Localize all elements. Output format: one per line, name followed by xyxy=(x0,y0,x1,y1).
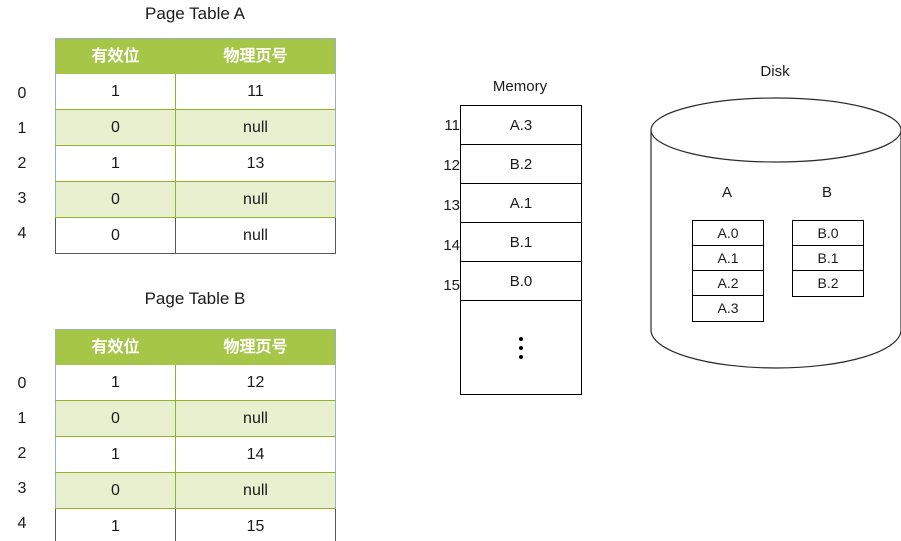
page-table-b-r4-frame: 15 xyxy=(175,508,336,541)
page-table-b-row-index-4: 4 xyxy=(17,515,27,532)
page-table-a-r0-valid: 1 xyxy=(55,74,176,110)
page-table-b-header-valid: 有效位 xyxy=(55,329,176,365)
memory-frame-13: A.1 xyxy=(461,184,581,223)
page-table-a-row-index-4: 4 xyxy=(17,225,27,242)
page-table-a-row-index-1: 1 xyxy=(17,120,27,137)
page-table-a-row-index-3: 3 xyxy=(17,190,27,207)
page-table-b-row-index-1: 1 xyxy=(17,410,27,427)
page-table-a-r2-frame: 13 xyxy=(175,145,336,182)
page-table-b-r3-frame: null xyxy=(175,472,336,509)
page-table-b-r4-valid: 1 xyxy=(55,508,176,541)
table-row: 0 null xyxy=(55,109,336,146)
page-table-b-row-index-0: 0 xyxy=(17,375,27,392)
page-table-b-r1-valid: 0 xyxy=(55,400,176,437)
page-table-a-row-index-2: 2 xyxy=(17,155,27,172)
memory-frame-index-15: 15 xyxy=(443,277,460,294)
page-table-a: 有效位 物理页号 1 11 0 null 1 13 0 xyxy=(55,38,336,254)
page-table-b-row-index-2: 2 xyxy=(17,445,27,462)
table-row: 1 15 xyxy=(55,508,336,541)
page-table-b-header-frame: 物理页号 xyxy=(175,329,336,365)
table-row: 0 null xyxy=(55,400,336,437)
page-table-b-r2-frame: 14 xyxy=(175,436,336,473)
disk-block-a1: A.1 xyxy=(693,246,763,271)
memory-frame-11: A.3 xyxy=(461,106,581,145)
page-table-b-r0-frame: 12 xyxy=(175,365,336,401)
page-table-a-r3-valid: 0 xyxy=(55,181,176,218)
disk-block-b1: B.1 xyxy=(793,246,863,271)
page-table-b: 有效位 物理页号 1 12 0 null 1 14 0 xyxy=(55,329,336,541)
page-table-a-row-index-0: 0 xyxy=(17,85,27,102)
page-table-a-r1-frame: null xyxy=(175,109,336,146)
page-table-b-row-index-3: 3 xyxy=(17,480,27,497)
page-table-b-r0-valid: 1 xyxy=(55,365,176,401)
table-row: 0 null xyxy=(55,181,336,218)
memory-frame-12: B.2 xyxy=(461,145,581,184)
memory-title: Memory xyxy=(492,78,548,95)
memory-frame-14: B.1 xyxy=(461,223,581,262)
table-header-row: 有效位 物理页号 xyxy=(55,329,336,365)
page-table-a-r0-frame: 11 xyxy=(175,74,336,110)
page-table-a-header-valid: 有效位 xyxy=(55,38,176,74)
page-table-a-r1-valid: 0 xyxy=(55,109,176,146)
disk-block-b2: B.2 xyxy=(817,275,839,291)
table-row: 1 14 xyxy=(55,436,336,473)
disk-program-a-blocks: A.0 A.1 A.2 A.3 xyxy=(692,220,764,322)
table-header-row: 有效位 物理页号 xyxy=(55,38,336,74)
table-row: 1 11 xyxy=(55,74,336,110)
disk-program-b-label: B xyxy=(821,184,832,201)
memory-frame-index-14: 14 xyxy=(443,237,460,254)
page-table-b-title: Page Table B xyxy=(144,289,246,308)
table-row: 0 null xyxy=(55,472,336,509)
vertical-ellipsis-icon xyxy=(519,332,523,364)
disk-block-a3: A.3 xyxy=(717,300,739,316)
table-row: 1 13 xyxy=(55,145,336,182)
memory-continuation-cell xyxy=(461,301,581,394)
page-table-a-r4-frame: null xyxy=(175,217,336,254)
table-row: 1 12 xyxy=(55,365,336,401)
page-table-a-r3-frame: null xyxy=(175,181,336,218)
disk-program-b-blocks: B.0 B.1 B.2 xyxy=(792,220,864,297)
page-table-b-r2-valid: 1 xyxy=(55,436,176,473)
disk-block-a2: A.2 xyxy=(693,271,763,296)
memory-frames-box: A.3 B.2 A.1 B.1 B.0 xyxy=(460,105,582,395)
disk-block-a0: A.0 xyxy=(693,221,763,246)
page-table-a-r2-valid: 1 xyxy=(55,145,176,182)
disk-program-a-label: A xyxy=(721,184,732,201)
memory-frame-index-11: 11 xyxy=(444,117,460,134)
table-row: 0 null xyxy=(55,217,336,254)
page-table-a-header-frame: 物理页号 xyxy=(175,38,336,74)
memory-frame-index-12: 12 xyxy=(443,157,460,174)
disk-title: Disk xyxy=(760,63,790,80)
page-table-a-r4-valid: 0 xyxy=(55,217,176,254)
disk-block-b0: B.0 xyxy=(793,221,863,246)
page-table-a-title: Page Table A xyxy=(145,4,245,23)
memory-frame-15: B.0 xyxy=(461,262,581,301)
memory-frame-index-13: 13 xyxy=(443,197,460,214)
page-table-b-r1-frame: null xyxy=(175,400,336,437)
page-table-b-r3-valid: 0 xyxy=(55,472,176,509)
